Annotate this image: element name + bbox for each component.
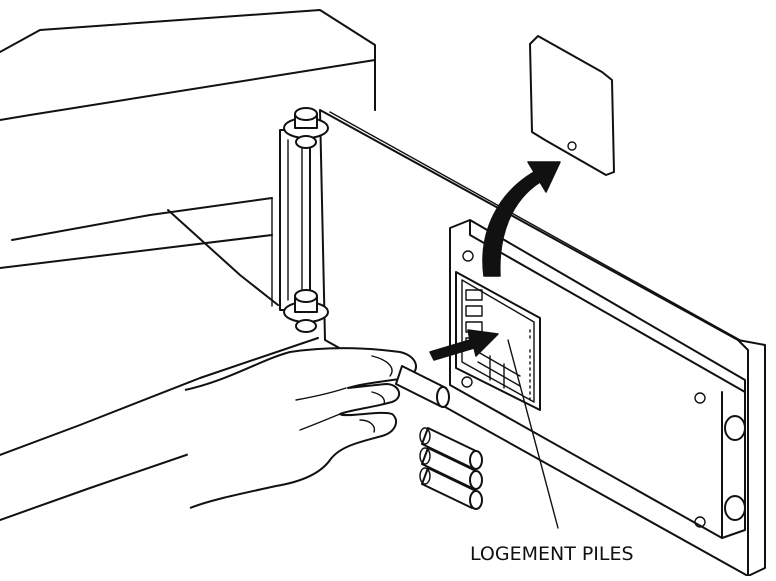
cabinet-top — [0, 9, 376, 121]
arrow-right-icon — [429, 329, 499, 361]
hand-illustration — [184, 347, 417, 509]
callout-label: LOGEMENT PILES — [470, 543, 634, 565]
bottom-bolt-icon — [283, 289, 329, 333]
top-bolt-icon — [283, 107, 329, 149]
cabinet-side — [0, 197, 279, 307]
curved-arrow-up-icon — [482, 161, 561, 277]
held-battery-icon — [395, 365, 450, 408]
mounting-bracket — [279, 129, 311, 311]
cabinet-bottom — [0, 337, 319, 521]
spare-batteries-icon — [419, 427, 483, 510]
compartment-cover — [529, 35, 615, 176]
battery-compartment — [455, 271, 541, 411]
keypad-housing — [449, 219, 746, 539]
callout-leader-line — [507, 339, 559, 529]
